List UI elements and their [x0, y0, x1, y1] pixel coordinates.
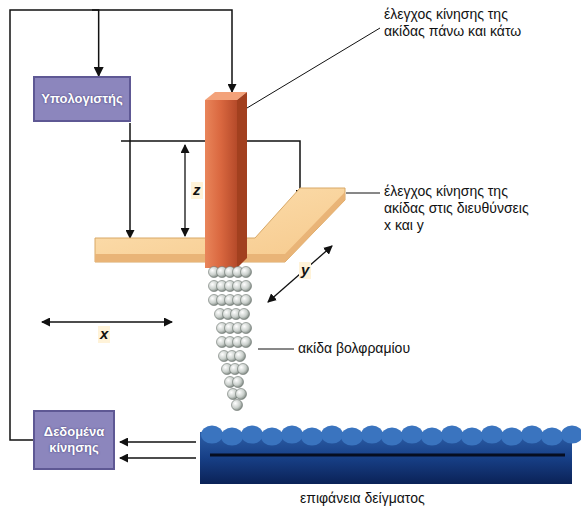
box-text: Υπολογιστής: [41, 91, 122, 107]
callout-label: επιφάνεια δείγματος: [300, 490, 500, 507]
axis-label: y: [299, 262, 311, 279]
sample-surface: [200, 426, 581, 484]
tungsten-tip: [209, 267, 252, 411]
callout-label: έλεγχος κίνησης της ακίδας πάνω και κάτω: [384, 6, 544, 40]
feedback-connector: [10, 10, 99, 440]
dimension-arrow: [184, 145, 185, 236]
axis-label: z: [191, 182, 203, 199]
surface-line: [210, 454, 565, 457]
process-box: Υπολογιστής: [33, 76, 131, 122]
control-wire: [246, 141, 300, 198]
callout-label: έλεγχος κίνησης της ακίδας στις διευθύνσ…: [384, 183, 534, 233]
z-bar-side: [237, 92, 247, 268]
signal-arrow: [120, 457, 196, 459]
z-bar: [205, 100, 237, 268]
control-wire: [121, 140, 208, 142]
axis-label: x: [98, 326, 110, 343]
dimension-arrow: [42, 321, 172, 322]
leader-line: [247, 28, 380, 108]
leader-line: [346, 193, 380, 194]
leader-line: [258, 349, 294, 350]
signal-arrow: [120, 441, 196, 443]
box-text: Δεδομένα κίνησης: [41, 424, 107, 455]
process-box: Δεδομένα κίνησης: [33, 410, 115, 470]
dimension-arrow: [268, 246, 332, 302]
control-wire: [129, 123, 131, 238]
callout-label: ακίδα βολφραμίου: [298, 340, 488, 357]
